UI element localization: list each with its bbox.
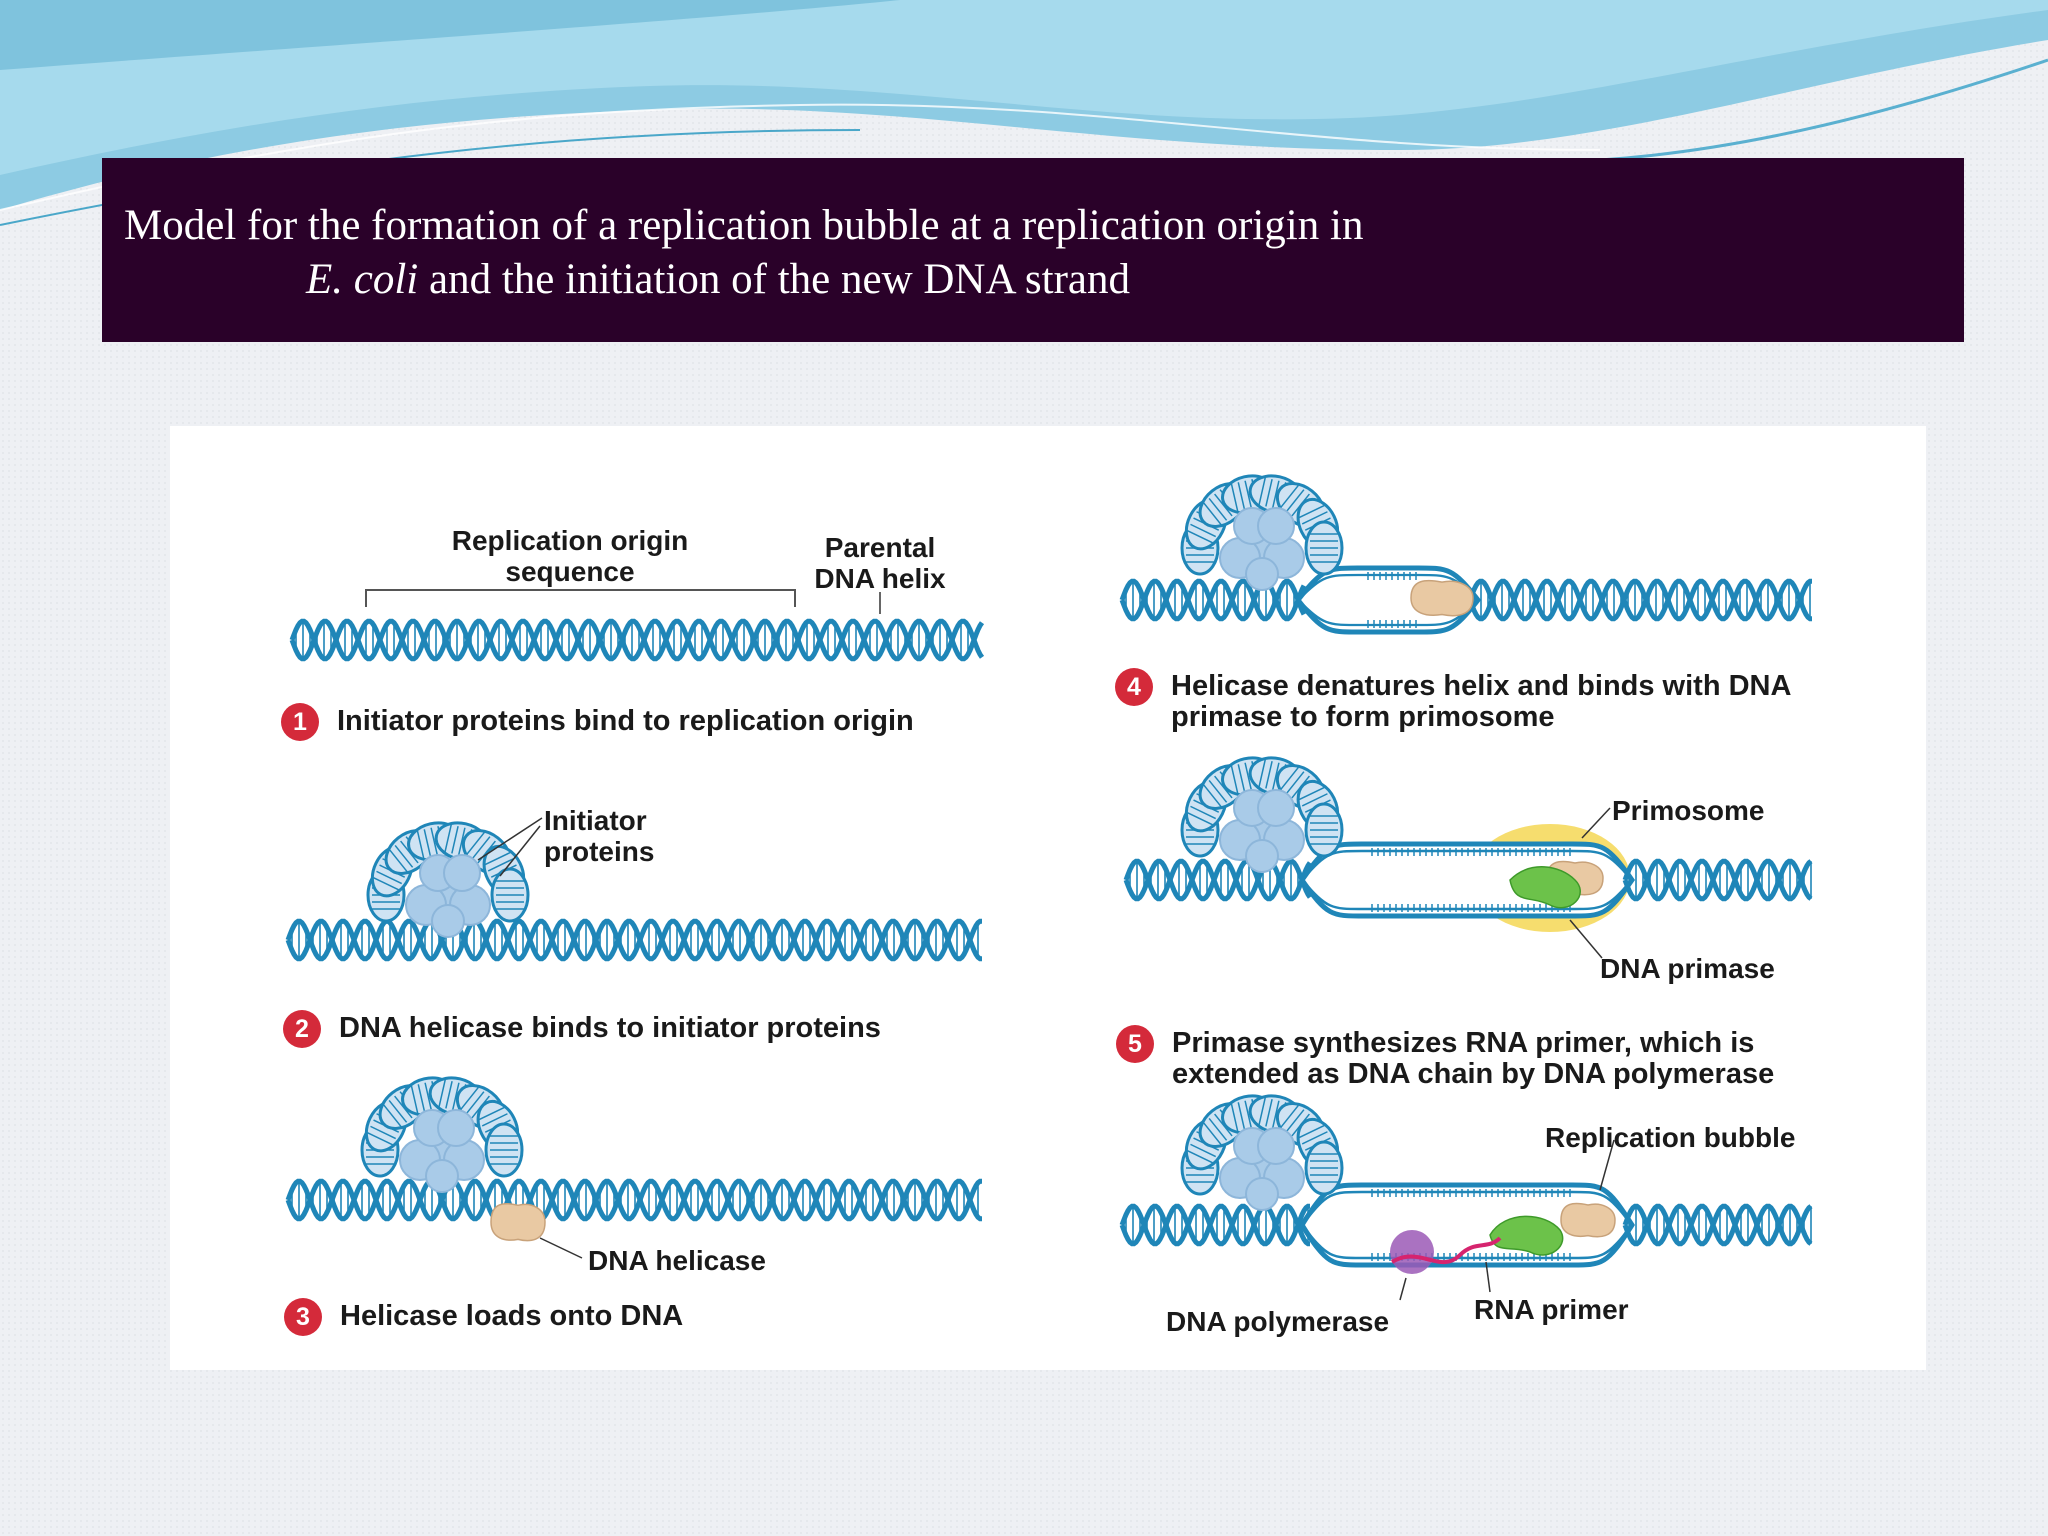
- step-1-badge: 1: [281, 703, 319, 741]
- step-4: 4 Helicase denatures helix and binds wit…: [1115, 671, 1791, 733]
- initiator-protein: [1246, 840, 1278, 872]
- initiator-protein: [1258, 508, 1294, 544]
- dna-helix-5a-left: [1126, 861, 1310, 899]
- initiator-protein-complex-5a: [1179, 753, 1346, 872]
- dna-helix-5b-left: [1122, 1206, 1310, 1244]
- dna-helix-3: [288, 1181, 982, 1219]
- parental-dna-helix-1: [292, 621, 982, 659]
- replication-bubble-label: Replication bubble: [1545, 1122, 1795, 1153]
- step-1-text: Initiator proteins bind to replication o…: [337, 706, 914, 737]
- step-1: 1 Initiator proteins bind to replication…: [281, 706, 914, 741]
- initiator-proteins-label: Initiator proteins: [544, 805, 654, 867]
- replication-origin-label: Replication origin sequence: [430, 525, 710, 587]
- dna-primase-label: DNA primase: [1600, 953, 1775, 984]
- dna-helix-2: [288, 921, 982, 959]
- step-3-text: Helicase loads onto DNA: [340, 1301, 683, 1332]
- dna-helicase-protein: [491, 1204, 545, 1241]
- dna-polymerase-label: DNA polymerase: [1166, 1306, 1389, 1337]
- dna-helicase-label: DNA helicase: [588, 1245, 766, 1276]
- initiator-protein-complex-4: [1179, 471, 1346, 590]
- parental-dna-helix-label: Parental DNA helix: [790, 532, 970, 594]
- initiator-protein: [1258, 790, 1294, 826]
- dna-helix-5a-right: [1625, 861, 1811, 899]
- step-2-text: DNA helicase binds to initiator proteins: [339, 1013, 881, 1044]
- helicase-leader: [540, 1238, 582, 1258]
- initiator-protein-complex-2: [365, 818, 532, 937]
- step-5-text: Primase synthesizes RNA primer, which is…: [1172, 1028, 1774, 1090]
- dna-helix-5b-right: [1625, 1206, 1811, 1244]
- initiator-protein: [1246, 558, 1278, 590]
- polymerase-leader: [1400, 1278, 1406, 1300]
- dna-helix-4-right: [1470, 581, 1812, 619]
- rna-primer-label: RNA primer: [1474, 1294, 1629, 1325]
- initiator-protein: [432, 905, 464, 937]
- dna-helix-4-left: [1122, 581, 1304, 619]
- step-5-badge: 5: [1116, 1025, 1154, 1063]
- step-4-badge: 4: [1115, 668, 1153, 706]
- initiator-protein: [438, 1110, 474, 1146]
- primosome-label: Primosome: [1612, 795, 1765, 826]
- initiator-protein: [426, 1160, 458, 1192]
- step-4-text: Helicase denatures helix and binds with …: [1171, 671, 1791, 733]
- origin-bracket: [366, 590, 795, 607]
- step-3: 3 Helicase loads onto DNA: [284, 1301, 683, 1336]
- step-2: 2 DNA helicase binds to initiator protei…: [283, 1013, 881, 1048]
- step-3-badge: 3: [284, 1298, 322, 1336]
- primosome-leader: [1582, 808, 1610, 838]
- initiator-protein: [444, 855, 480, 891]
- initiator-protein: [1258, 1128, 1294, 1164]
- step-5: 5 Primase synthesizes RNA primer, which …: [1116, 1028, 1774, 1090]
- helicase-5b: [1561, 1204, 1615, 1237]
- dna-polymerase-protein: [1390, 1230, 1434, 1274]
- helicase-4: [1411, 581, 1473, 616]
- initiator-protein-complex-3: [359, 1073, 526, 1192]
- initiator-protein: [1246, 1178, 1278, 1210]
- step-2-badge: 2: [283, 1010, 321, 1048]
- initiator-protein-complex-5b: [1179, 1091, 1346, 1210]
